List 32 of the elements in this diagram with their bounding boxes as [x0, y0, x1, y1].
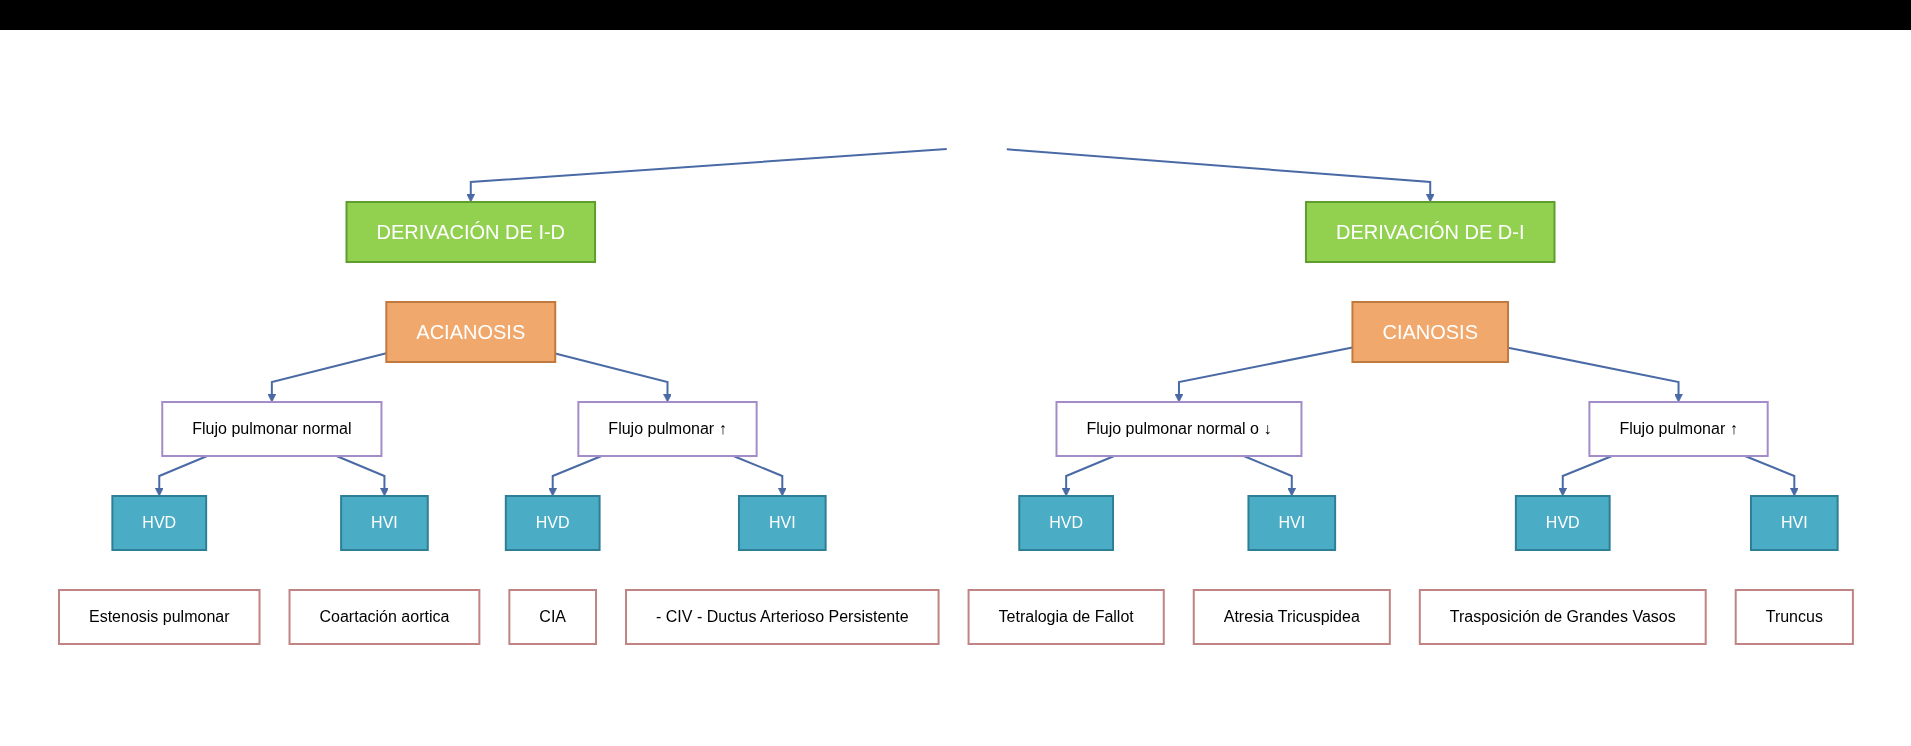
node-box: DERIVACIÓN DE I-D: [345, 201, 596, 263]
node-box: - CIV - Ductus Arterioso Persistente: [624, 589, 940, 645]
node-box: ACIANOSIS: [384, 301, 556, 363]
arrow: [335, 455, 389, 497]
node-box: HVD: [504, 495, 601, 551]
node-box: CIANOSIS: [1351, 301, 1509, 363]
node-box: Flujo pulmonar ↑: [1587, 401, 1769, 457]
node-box: HVD: [1514, 495, 1611, 551]
node-box: HVD: [1017, 495, 1114, 551]
arrow: [465, 148, 948, 203]
node-box: Flujo pulmonar ↑: [576, 401, 758, 457]
node-box: Tetralogia de Fallot: [967, 589, 1165, 645]
node-box: Flujo pulmonar normal o ↓: [1055, 401, 1302, 457]
node-box: Truncus: [1734, 589, 1854, 645]
node-box: DERIVACIÓN DE D-I: [1304, 201, 1556, 263]
node-box: HVI: [1247, 495, 1336, 551]
node-box: Flujo pulmonar normal: [160, 401, 382, 457]
arrow: [1061, 455, 1115, 497]
node-box: HVD: [110, 495, 207, 551]
node-box: Coartación aortica: [288, 589, 480, 645]
arrow: [1557, 455, 1613, 497]
node-box: CIA: [507, 589, 597, 645]
node-box: Estenosis pulmonar: [57, 589, 261, 645]
node-box: Trasposición de Grandes Vasos: [1418, 589, 1707, 645]
node-box: HVI: [737, 495, 827, 551]
node-box: HVI: [339, 495, 429, 551]
node-box: Atresia Tricuspidea: [1192, 589, 1391, 645]
arrow: [1005, 148, 1435, 203]
arrow: [154, 455, 208, 497]
arrow: [547, 455, 603, 497]
arrow: [732, 455, 787, 497]
node-box: HVI: [1749, 495, 1839, 551]
